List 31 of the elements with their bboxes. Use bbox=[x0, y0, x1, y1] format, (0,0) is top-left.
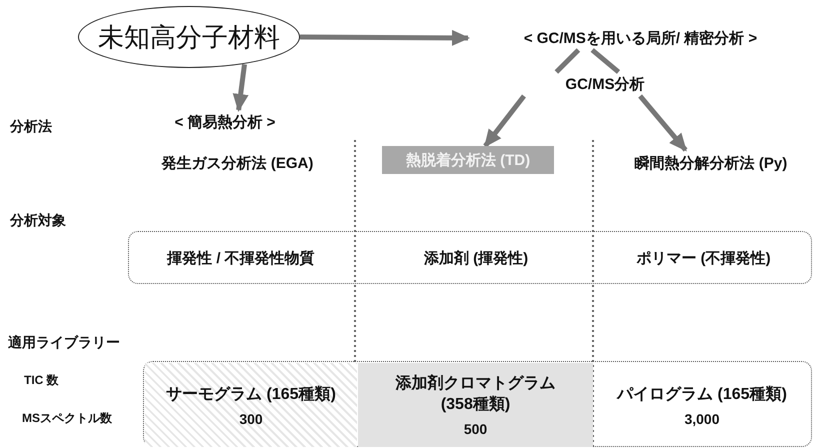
spectrum-count: 3,000 bbox=[684, 410, 720, 426]
row-label: 分析法 bbox=[10, 118, 52, 136]
connector-line bbox=[590, 48, 620, 74]
library-name: パイログラム (165種類) bbox=[617, 384, 787, 404]
method-label: 瞬間熱分解分析法 (Py) bbox=[605, 150, 817, 176]
arrow bbox=[300, 30, 470, 46]
title-ellipse: 未知高分子材料 bbox=[78, 6, 300, 68]
arrow bbox=[232, 64, 249, 112]
target-band bbox=[128, 231, 812, 284]
library-band bbox=[143, 361, 812, 447]
target-text: 添加剤 (揮発性) bbox=[361, 238, 591, 278]
library-cell bbox=[358, 363, 593, 447]
library-cell bbox=[145, 363, 357, 447]
row-label: 適用ライブラリー bbox=[8, 334, 120, 352]
row-label: 分析対象 bbox=[10, 212, 66, 230]
library-name: 添加剤クロマトグラム (358種類) bbox=[394, 373, 556, 415]
target-text: ポリマー (不揮発性) bbox=[596, 238, 811, 278]
row-label: TIC 数 bbox=[24, 372, 59, 389]
section-heading: < 簡易熱分析 > bbox=[140, 110, 310, 134]
section-heading: < GC/MSを用いる局所/ 精密分析 > bbox=[468, 26, 813, 50]
spectrum-count: 300 bbox=[239, 410, 263, 426]
arrow bbox=[638, 94, 688, 152]
method-label: 発生ガス分析法 (EGA) bbox=[130, 150, 345, 176]
spectrum-count: 500 bbox=[464, 421, 488, 437]
connector-line bbox=[554, 48, 580, 74]
row-label: MSスペクトル数 bbox=[22, 410, 112, 427]
arrow bbox=[483, 94, 526, 148]
method-heading: GC/MS分析 bbox=[470, 72, 740, 96]
highlighted-method: 熱脱着分析法 (TD) bbox=[382, 146, 554, 174]
target-text: 揮発性 / 不揮発性物質 bbox=[131, 238, 351, 278]
library-name: サーモグラム (165種類) bbox=[166, 384, 336, 404]
